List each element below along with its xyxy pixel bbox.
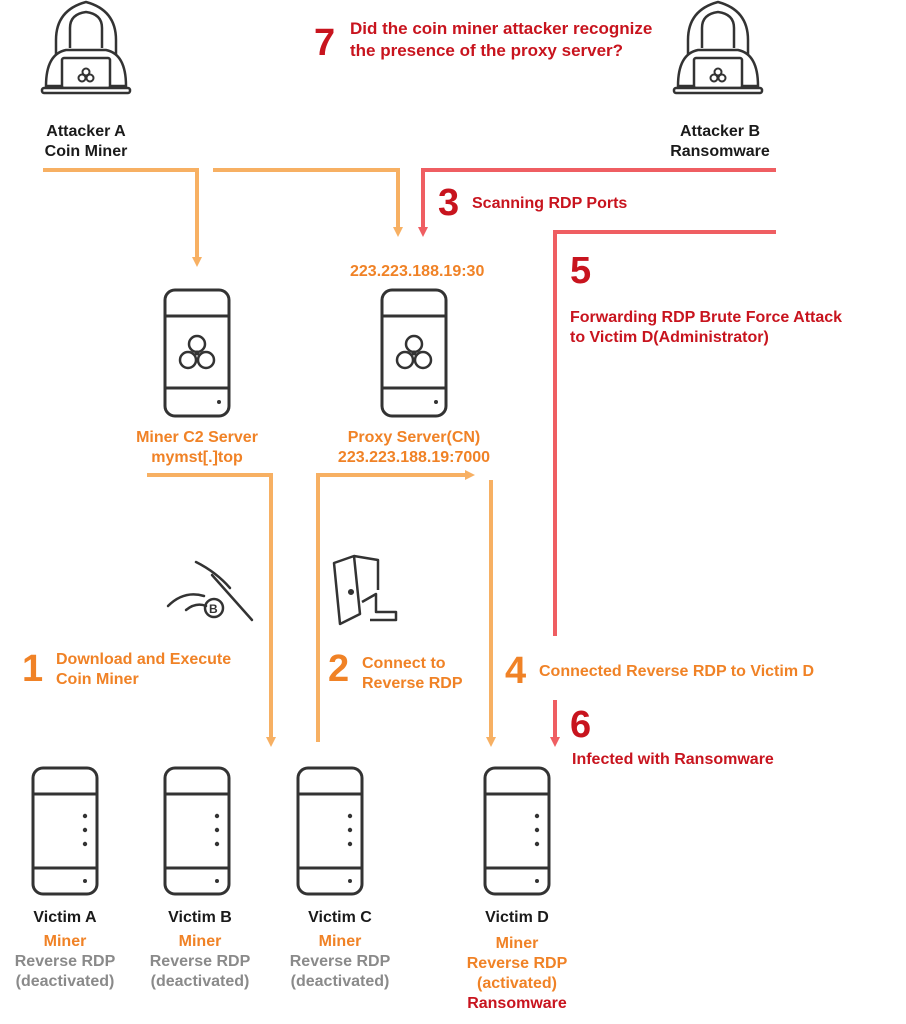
attacker-a-hacker-icon: [40, 0, 132, 95]
attacker-a-name: Attacker A: [46, 123, 126, 140]
c2-server-biohazard-icon: [163, 288, 231, 418]
step-2-text: Connect to Reverse RDP: [362, 654, 492, 694]
attacker-b-role: Ransomware: [670, 143, 770, 160]
attacker-a-label: Attacker A Coin Miner: [26, 122, 146, 162]
orange-flow-arrows: [43, 168, 496, 747]
victim-a-status: (deactivated): [15, 973, 115, 990]
step-6-text: Infected with Ransomware: [572, 751, 774, 768]
step-4-number: 4: [505, 650, 527, 692]
step-3-number: 3: [438, 182, 460, 224]
victim-a-rdp: Reverse RDP: [14, 953, 116, 970]
c2-server-domain: mymst[.]top: [151, 449, 243, 466]
victim-c-miner: Miner: [318, 933, 362, 950]
step-1-text: Download and Execute Coin Miner: [56, 650, 276, 690]
victim-b-server-icon: [163, 766, 231, 896]
victim-c-rdp: Reverse RDP: [289, 953, 391, 970]
victim-b-miner: Miner: [178, 933, 222, 950]
victim-a-label: Victim A Miner Reverse RDP (deactivated): [0, 908, 130, 992]
step-2-number: 2: [328, 648, 350, 690]
victim-a-server-icon: [31, 766, 99, 896]
question-line-2: the presence of the proxy server?: [350, 41, 624, 60]
step-1-number: 1: [22, 648, 44, 690]
step-5-line-1: Forwarding RDP Brute Force Attack: [570, 309, 843, 326]
victim-d-label: Victim D Miner Reverse RDP (activated) R…: [452, 908, 582, 1014]
question-line-1: Did the coin miner attacker recognize: [350, 19, 653, 38]
step-2-line-1: Connect to: [362, 655, 446, 672]
victim-d-server-icon: [483, 766, 551, 896]
victim-b-status: (deactivated): [150, 973, 250, 990]
attacker-a-role: Coin Miner: [44, 143, 128, 160]
proxy-server-address: 223.223.188.19:7000: [337, 449, 491, 466]
proxy-server-label: Proxy Server(CN) 223.223.188.19:7000: [326, 428, 502, 468]
victim-d-ransomware: Ransomware: [467, 995, 567, 1012]
victim-c-server-icon: [296, 766, 364, 896]
step-6-number: 6: [570, 704, 592, 746]
door-exit-icon: [332, 554, 398, 626]
attacker-b-label: Attacker B Ransomware: [650, 122, 790, 162]
victim-d-name: Victim D: [485, 909, 549, 926]
victim-a-name: Victim A: [33, 909, 97, 926]
victim-b-rdp: Reverse RDP: [149, 953, 251, 970]
step-2-line-2: Reverse RDP: [362, 675, 463, 692]
proxy-server-name: Proxy Server(CN): [347, 429, 481, 446]
pickaxe-bitcoin-icon: B: [166, 560, 254, 622]
victim-b-label: Victim B Miner Reverse RDP (deactivated): [135, 908, 265, 992]
victim-c-status: (deactivated): [290, 973, 390, 990]
question-text: Did the coin miner attacker recognize th…: [350, 18, 710, 62]
step-1-line-2: Coin Miner: [56, 671, 139, 688]
victim-d-miner: Miner: [495, 935, 539, 952]
victim-d-status: (activated): [476, 975, 558, 992]
step-1-line-1: Download and Execute: [56, 651, 232, 668]
proxy-server-biohazard-icon: [380, 288, 448, 418]
step-4-text: Connected Reverse RDP to Victim D: [539, 663, 815, 680]
proxy-address-top: 223.223.188.19:30: [350, 263, 485, 280]
step-5-text: Forwarding RDP Brute Force Attack to Vic…: [570, 308, 900, 348]
victim-b-name: Victim B: [168, 909, 232, 926]
victim-a-miner: Miner: [43, 933, 87, 950]
step-5-line-2: to Victim D(Administrator): [570, 329, 769, 346]
attacker-b-name: Attacker B: [679, 123, 761, 140]
victim-c-label: Victim C Miner Reverse RDP (deactivated): [275, 908, 405, 992]
question-number: 7: [314, 22, 336, 64]
red-flow-arrows: [418, 168, 776, 747]
c2-server-label: Miner C2 Server mymst[.]top: [112, 428, 282, 468]
step-5-number: 5: [570, 250, 592, 292]
victim-c-name: Victim C: [308, 909, 372, 926]
svg-text:B: B: [209, 602, 218, 616]
victim-d-rdp: Reverse RDP: [466, 955, 568, 972]
c2-server-name: Miner C2 Server: [136, 429, 258, 446]
step-3-text: Scanning RDP Ports: [472, 195, 628, 212]
